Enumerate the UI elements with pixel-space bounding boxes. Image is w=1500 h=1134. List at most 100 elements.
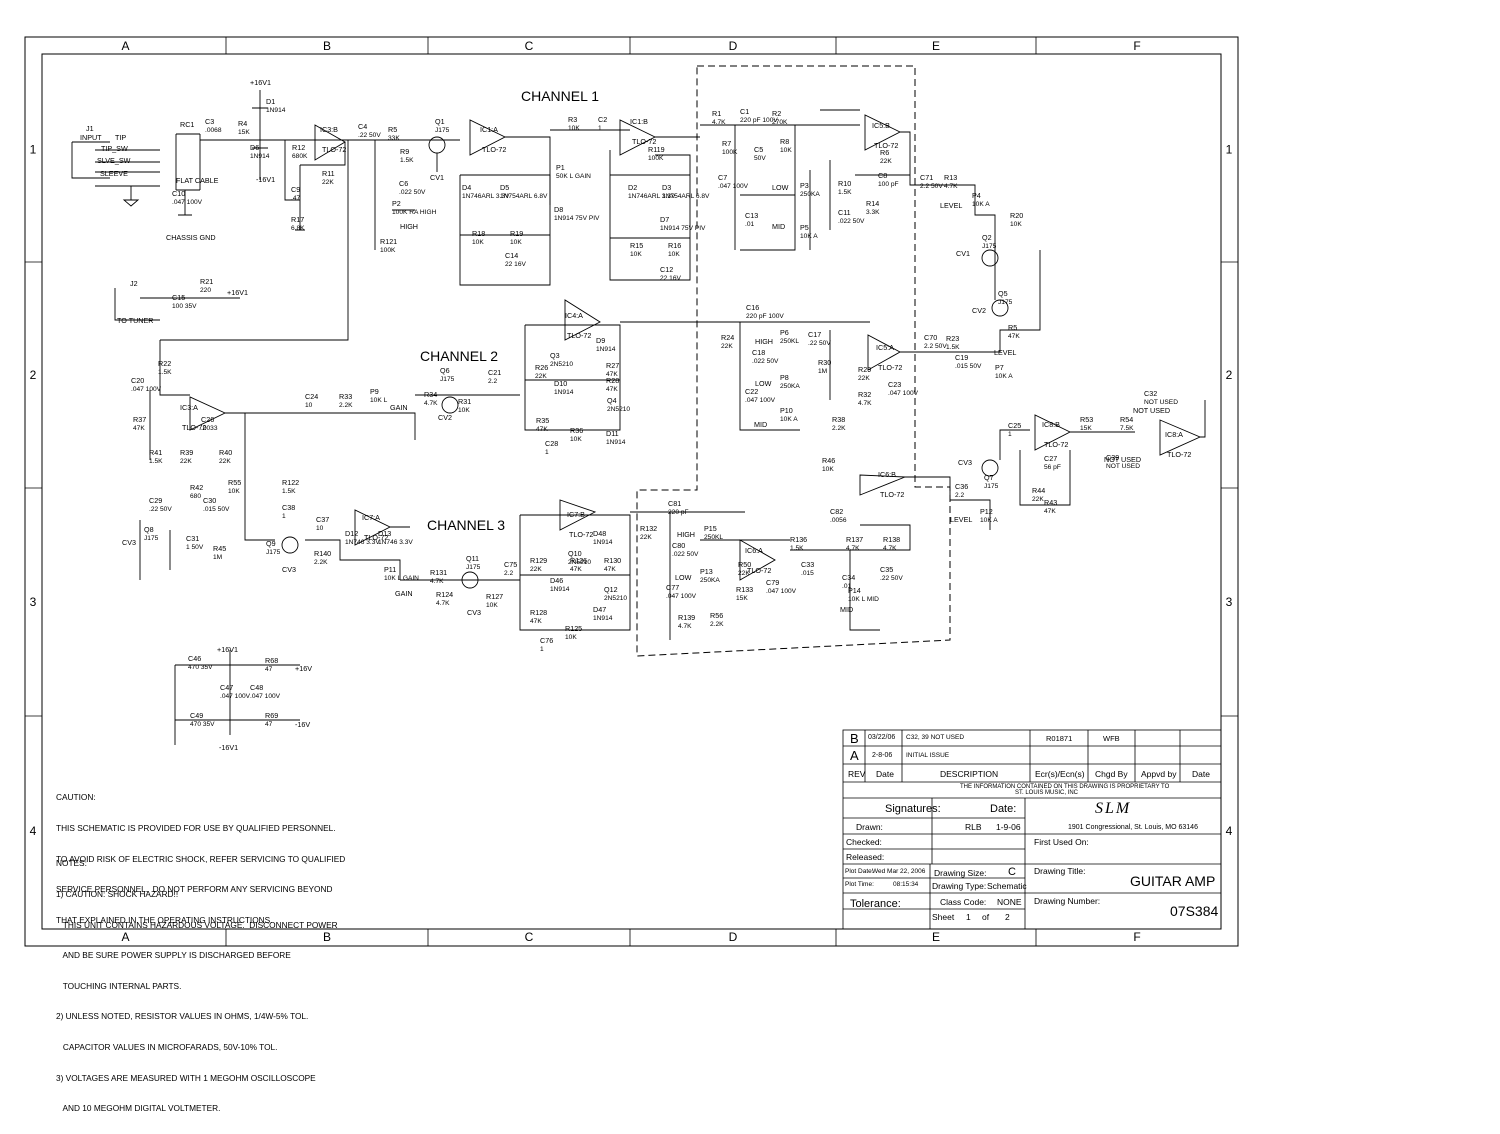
drawing-title-label: Drawing Title: [1034, 866, 1086, 876]
schematic-label-plus16v: +16V [295, 664, 312, 673]
schematic-label-low: LOW [755, 379, 772, 388]
zone-row-label-right: 3 [1226, 595, 1233, 609]
component-ref: R38 [832, 415, 845, 424]
schematic-label-tip: TIP [115, 133, 126, 142]
component-ref: C19 [955, 353, 968, 362]
plot-time-label: Plot Time: [845, 881, 874, 888]
component-ref: P4 [972, 191, 981, 200]
component-value: 22K [1032, 496, 1044, 503]
opamp-type: TLO-72 [322, 145, 346, 154]
component-value: 250KL [780, 338, 799, 345]
date-label: Date: [990, 803, 1017, 815]
component-ref: C71 [920, 173, 933, 182]
component-ref: Q4 [607, 396, 617, 405]
component-ref: R131 [430, 568, 447, 577]
component-value: 100K [648, 155, 664, 162]
component-ref: R26 [535, 363, 548, 372]
schematic-label-minus16v: -16V [295, 720, 310, 729]
zone-column-label-bottom: A [121, 930, 129, 944]
component-ref: C9 [291, 185, 300, 194]
schematic-label-minus16: -16V1 [256, 175, 275, 184]
component-ref: R24 [721, 333, 734, 342]
signatures-label: Signatures: [885, 803, 941, 815]
component-value: 1.5K [838, 189, 852, 196]
component-ref: R40 [219, 448, 232, 457]
sheet-number: 1 [966, 912, 971, 922]
component-value: 10K [780, 147, 792, 154]
caution-title: CAUTION: [56, 792, 96, 803]
component-value: 10K A [780, 416, 798, 423]
caution-line: SERVICE PERSONNEL. DO NOT PERFORM ANY SE… [56, 884, 333, 895]
zone-column-label-top: E [932, 39, 940, 53]
zone-row-label-right: 2 [1226, 368, 1233, 382]
component-ref: R7 [722, 139, 731, 148]
notes-line: TOUCHING INTERNAL PARTS. [56, 980, 182, 991]
rev-b-ecr: R01871 [1046, 734, 1073, 743]
component-ref: R126 [570, 556, 587, 565]
component-value: 47K [1044, 508, 1056, 515]
component-ref: R31 [458, 397, 471, 406]
component-ref: R33 [339, 392, 352, 401]
component-ref: R41 [149, 448, 162, 457]
component-ref: P15 [704, 524, 717, 533]
component-value: 10K L GAIN [384, 575, 419, 582]
schematic-label-cv2: CV2 [438, 413, 452, 422]
component-value: .047 100V [220, 693, 251, 700]
component-value: J175 [144, 535, 159, 542]
component-value: 47 [265, 721, 273, 728]
component-ref: Q10 [568, 549, 582, 558]
component-value: 22K [721, 343, 733, 350]
component-value: 220 pF 100V [746, 313, 784, 320]
opamp-ref: IC8:A [1165, 430, 1183, 439]
component-ref: C70 [924, 333, 937, 342]
component-ref: Q2 [982, 233, 992, 242]
component-value: 2.2K [710, 621, 724, 628]
component-ref: C17 [808, 330, 821, 339]
proprietary-line-2: ST. LOUIS MUSIC, INC [1015, 790, 1079, 796]
component-ref: R35 [536, 416, 549, 425]
schematic-label-input: INPUT [80, 133, 102, 142]
component-ref: R124 [436, 590, 453, 599]
component-ref: C26 [201, 415, 214, 424]
component-value: 1 [1008, 431, 1012, 438]
component-ref: R139 [678, 613, 695, 622]
component-ref: R15 [630, 241, 643, 250]
component-value: .022 50V [399, 189, 426, 196]
component-ref: C82 [830, 507, 843, 516]
caution-line: THIS SCHEMATIC IS PROVIDED FOR USE BY QU… [56, 823, 336, 834]
component-ref: D12 [345, 529, 358, 538]
component-value: 1N746 3.3V [345, 539, 380, 546]
component-value: 1N746ARL 3.3V [628, 193, 676, 200]
component-value: 1.5K [158, 369, 172, 376]
component-ref: P1 [556, 163, 565, 172]
component-ref: R127 [486, 592, 503, 601]
component-ref: P7 [995, 363, 1004, 372]
zone-row-label-left: 3 [30, 595, 37, 609]
component-ref: R13 [944, 173, 957, 182]
component-value: 10K [510, 239, 522, 246]
component-value: 220 pF [668, 509, 689, 516]
component-value: 250KL [704, 534, 723, 541]
component-ref: R50 [738, 560, 751, 569]
component-ref: C18 [752, 348, 765, 357]
rev-header-date: Date [876, 769, 894, 779]
component-ref: R44 [1032, 486, 1045, 495]
component-value: 2N5210 [550, 361, 573, 368]
component-value: 470 35V [190, 721, 215, 728]
component-ref: D46 [550, 576, 563, 585]
zone-row-label-right: 4 [1226, 824, 1233, 838]
component-value: 1.5K [946, 344, 960, 351]
drawing-number: 07S384 [1170, 903, 1219, 919]
component-ref: Q9 [266, 539, 276, 548]
component-ref: R8 [780, 137, 789, 146]
component-value: .047 100V [766, 588, 797, 595]
component-value: 7.5K [1120, 425, 1134, 432]
component-ref: P13 [700, 567, 713, 576]
opamp-ref: IC7:B [567, 510, 585, 519]
class-code-label: Class Code: [940, 897, 987, 907]
component-value: 22 16V [505, 261, 527, 268]
plot-date: Wed Mar 22, 2006 [872, 868, 926, 875]
component-ref: D10 [554, 379, 567, 388]
component-value: .0033 [201, 425, 218, 432]
schematic-label-low: LOW [675, 573, 692, 582]
